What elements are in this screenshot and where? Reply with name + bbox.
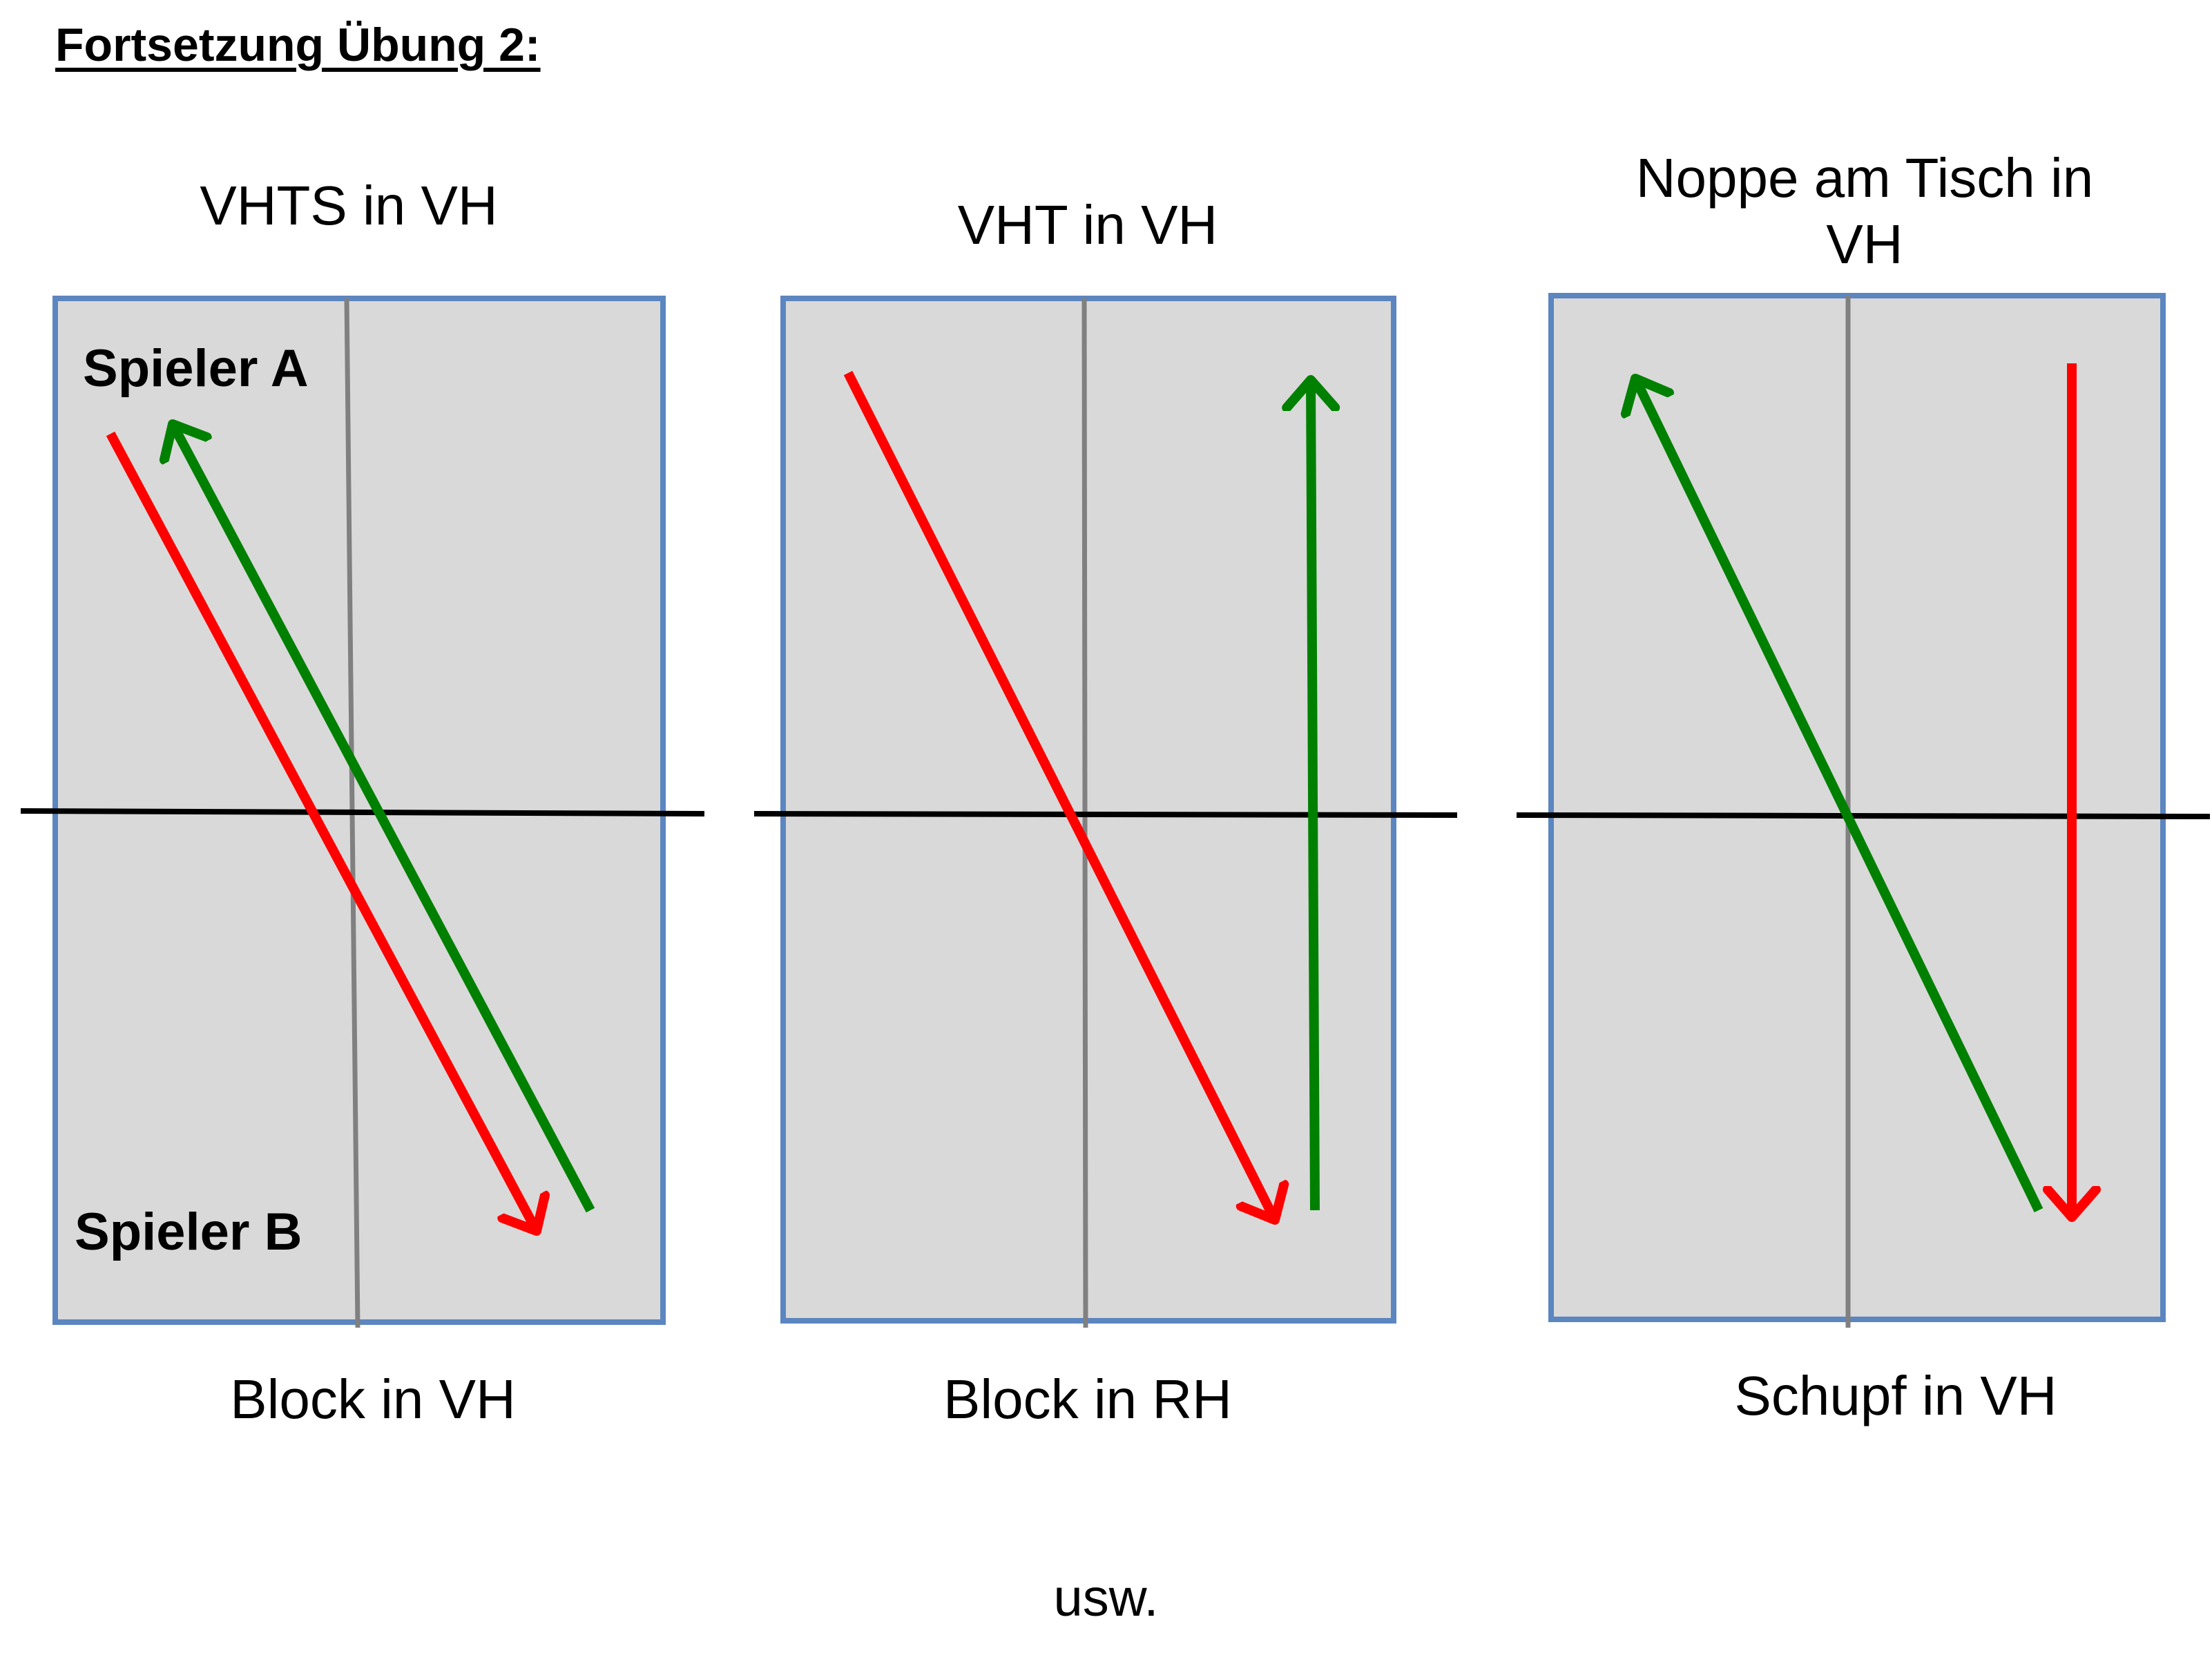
panel-3-title: Noppe am Tisch in VH bbox=[1519, 145, 2210, 278]
panel-2-title: VHT in VH bbox=[957, 194, 1218, 256]
panel-2-table-surface bbox=[780, 296, 1396, 1324]
panel-3-table bbox=[1516, 293, 2211, 1328]
panel-2-red-arrow bbox=[843, 370, 1275, 1220]
panel-3-caption: Schupf in VH bbox=[1734, 1365, 2057, 1426]
footer-text: usw. bbox=[1053, 1569, 1159, 1627]
panel-3-table-surface bbox=[1548, 293, 2166, 1322]
panel-2-net bbox=[753, 811, 1458, 818]
panel-1-net bbox=[20, 808, 705, 816]
panel-2-green-arrow bbox=[1311, 380, 1315, 1211]
panel-3-title-line-1: Noppe am Tisch in bbox=[1635, 147, 2094, 209]
page-heading: Fortsetzung Übung 2: bbox=[55, 19, 541, 71]
panel-1-green-arrow bbox=[173, 424, 595, 1213]
panel-3-green-arrow bbox=[1635, 379, 2043, 1213]
panel-3-title-line-2: VH bbox=[1826, 213, 1903, 275]
panel-2-table bbox=[753, 296, 1458, 1328]
panel-3-net bbox=[1516, 812, 2211, 819]
panel-1-title: VHTS in VH bbox=[200, 175, 498, 236]
panel-2-caption: Block in RH bbox=[943, 1368, 1232, 1430]
player-a-label: Spieler A bbox=[83, 339, 309, 398]
player-b-label: Spieler B bbox=[75, 1203, 302, 1261]
panel-1-table bbox=[20, 296, 705, 1328]
panel-1-caption: Block in VH bbox=[230, 1368, 516, 1430]
panel-1-red-arrow bbox=[106, 431, 537, 1231]
